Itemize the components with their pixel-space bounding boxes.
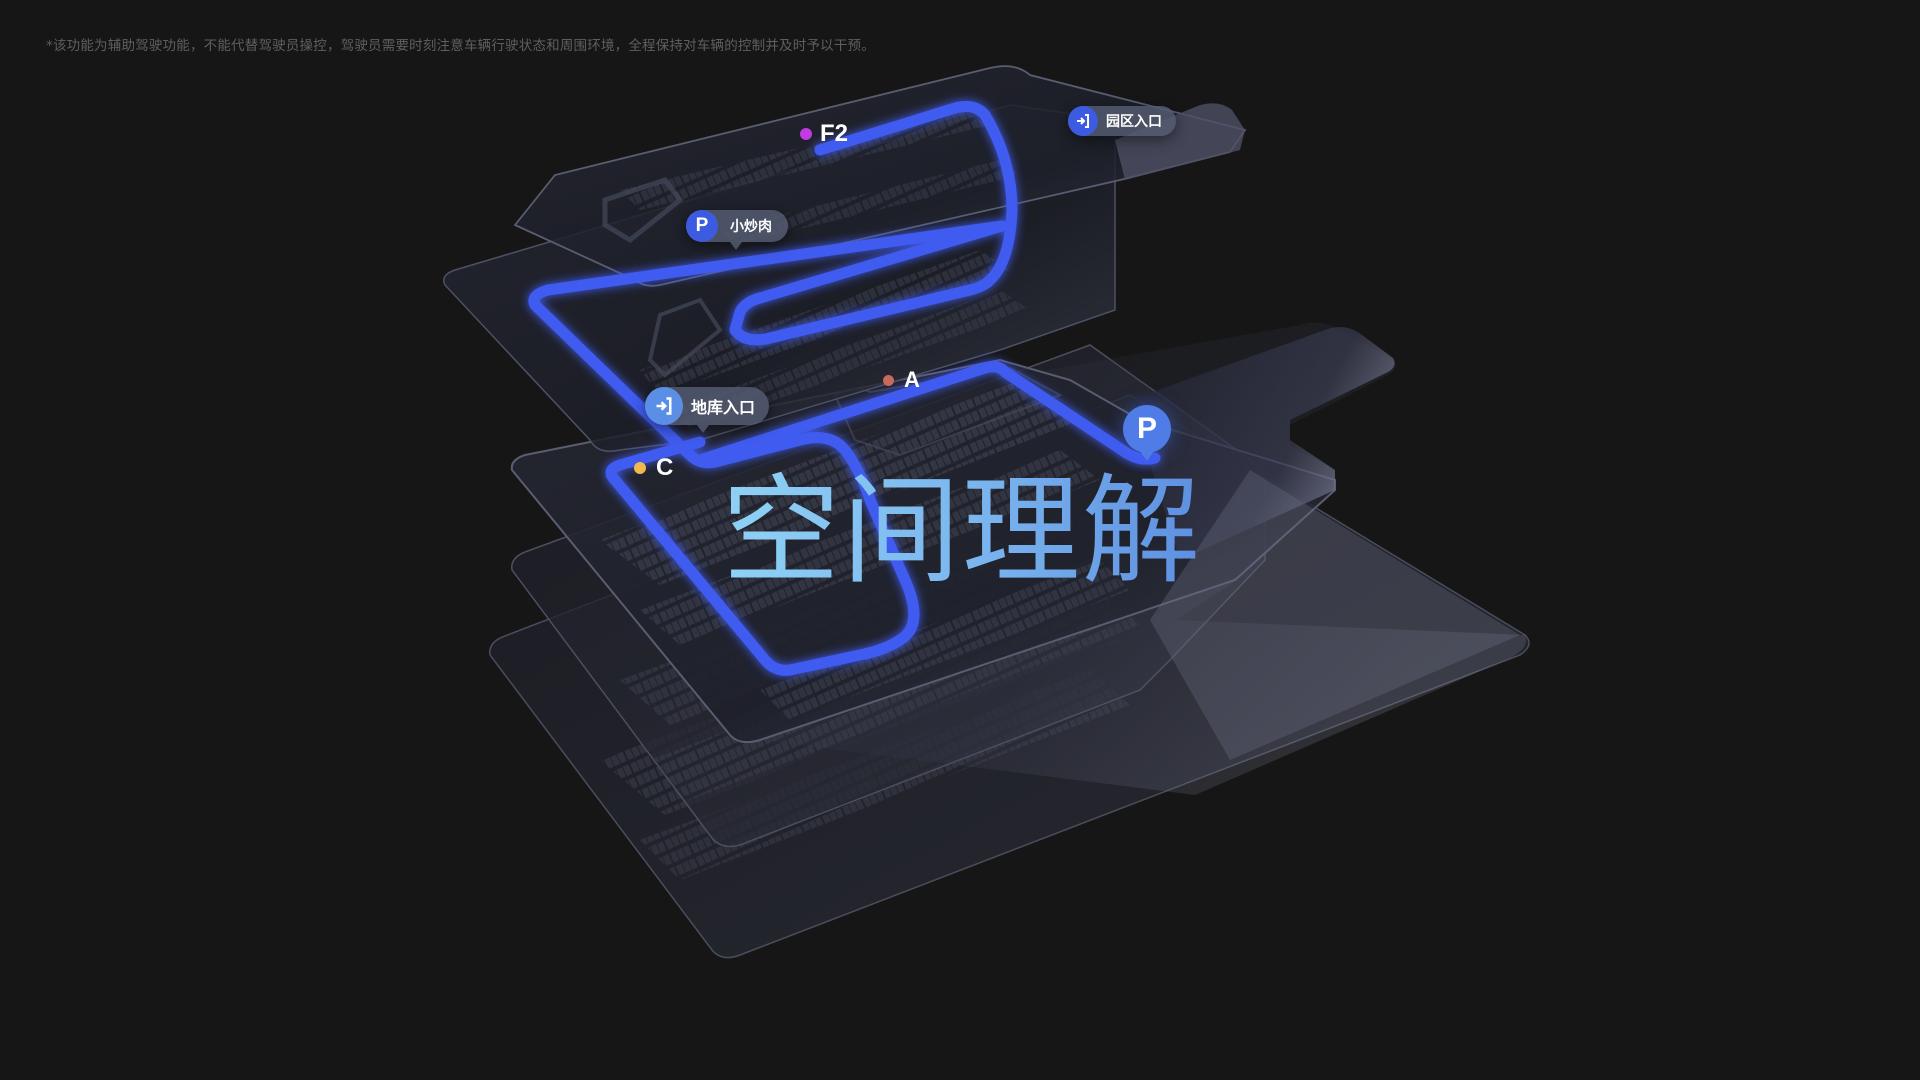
point-a-label: A xyxy=(904,367,920,392)
floor-label: F2 xyxy=(820,120,849,147)
parking-icon: P xyxy=(686,210,718,242)
park-entrance-pill[interactable]: 园区入口 xyxy=(1068,106,1176,136)
point-c-label: C xyxy=(656,454,674,481)
floor-dot xyxy=(800,128,812,140)
restaurant-parking-pill[interactable]: P 小炒肉 xyxy=(686,210,788,250)
garage-entrance-label: 地库入口 xyxy=(691,398,756,417)
park-entrance-label: 园区入口 xyxy=(1106,114,1162,130)
point-marker-c: C xyxy=(634,454,673,482)
pill-tail xyxy=(730,242,742,250)
pill-tail xyxy=(697,425,709,433)
restaurant-label: 小炒肉 xyxy=(730,219,772,235)
point-a-dot xyxy=(883,374,894,386)
entrance-icon xyxy=(1068,106,1098,136)
point-c-dot xyxy=(634,462,646,474)
disclaimer-text: *该功能为辅助驾驶功能，不能代替驾驶员操控，驾驶员需要时刻注意车辆行驶状态和周围… xyxy=(46,38,875,54)
entrance-icon xyxy=(645,387,683,425)
page-title: 空间理解 xyxy=(722,462,1203,600)
floor-marker-f2: F2 xyxy=(800,120,848,148)
point-marker-a: A xyxy=(883,367,920,393)
parking-pin-icon[interactable]: P xyxy=(1123,405,1171,461)
garage-entrance-pill[interactable]: 地库入口 xyxy=(645,387,770,433)
